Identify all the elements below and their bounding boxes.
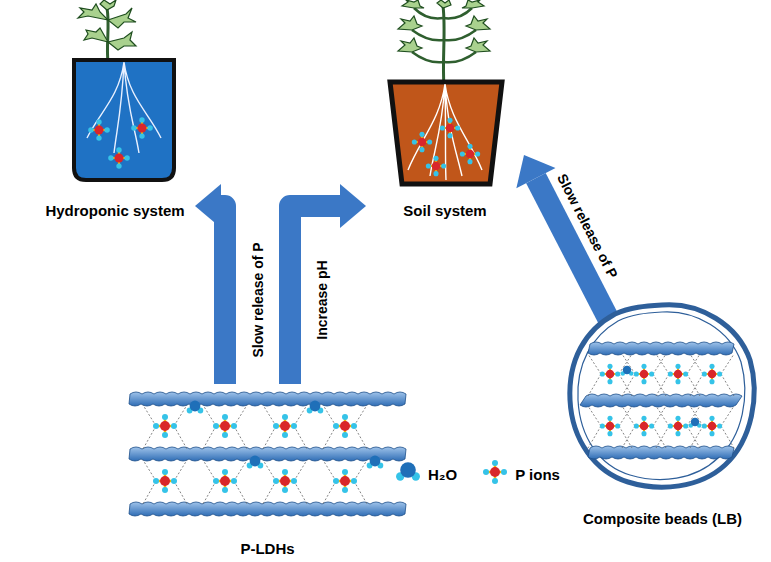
p-ion — [153, 414, 177, 438]
p-ion — [668, 416, 688, 436]
ldh-structure: P-LDHs — [125, 388, 410, 558]
node-shape — [560, 300, 765, 528]
water-molecule — [307, 401, 324, 414]
p-ion — [333, 469, 357, 493]
p-ion — [108, 147, 130, 169]
p-ion-icon — [479, 458, 511, 490]
p-ion — [702, 416, 722, 436]
arrow-label: Slow release of P — [250, 240, 266, 359]
legend-item: H₂O — [392, 458, 457, 490]
water-molecule — [367, 456, 384, 469]
water-molecule — [689, 418, 702, 428]
ldh-layer — [129, 502, 406, 516]
soil-pot: Soil system — [370, 80, 520, 220]
ldh-layer — [129, 447, 406, 461]
p-ion — [634, 364, 654, 384]
legend-text: H₂O — [428, 466, 457, 483]
p-ion — [634, 416, 654, 436]
ldh-layer — [588, 446, 734, 459]
node-caption: Soil system — [401, 202, 488, 220]
water-molecule — [247, 456, 264, 469]
p-ion — [333, 414, 357, 438]
composite-bead: Composite beads (LB) — [560, 300, 765, 528]
p-ion — [460, 144, 480, 164]
node-shape — [370, 80, 520, 220]
fat-arrow — [290, 184, 366, 384]
water-molecule — [621, 366, 634, 376]
water-icon — [392, 458, 424, 490]
fat-arrow — [195, 184, 225, 384]
legend: H₂O P ions — [392, 458, 582, 490]
p-ion — [213, 414, 237, 438]
node-shape — [39, 58, 191, 220]
node-shape — [125, 388, 410, 558]
legend-text: P ions — [515, 466, 560, 483]
p-ion — [426, 156, 446, 176]
hydroponic-container: Hydroponic system — [39, 58, 191, 220]
p-ion — [153, 469, 177, 493]
hydroponic-plant — [78, 0, 136, 62]
ldh-layer — [129, 392, 406, 406]
p-ion — [88, 119, 110, 141]
p-ion — [273, 414, 297, 438]
p-ion — [702, 364, 722, 384]
ldh-layer — [580, 394, 742, 407]
node-caption: Hydroponic system — [43, 202, 186, 220]
water-molecule — [187, 401, 204, 414]
p-ion — [131, 117, 153, 139]
arrow-label: Increase pH — [314, 258, 330, 341]
p-ion — [600, 416, 620, 436]
ldh-layer — [588, 342, 734, 355]
node-caption: P-LDHs — [238, 540, 296, 558]
soil-plant — [398, 0, 490, 86]
node-caption: Composite beads (LB) — [581, 510, 744, 528]
p-ion — [273, 469, 297, 493]
legend-item: P ions — [479, 458, 560, 490]
p-ion — [668, 364, 688, 384]
p-ion — [483, 460, 507, 484]
p-ion — [440, 118, 460, 138]
p-ion — [412, 132, 432, 152]
p-ion — [213, 469, 237, 493]
water-molecule — [396, 462, 420, 480]
p-ion — [600, 364, 620, 384]
